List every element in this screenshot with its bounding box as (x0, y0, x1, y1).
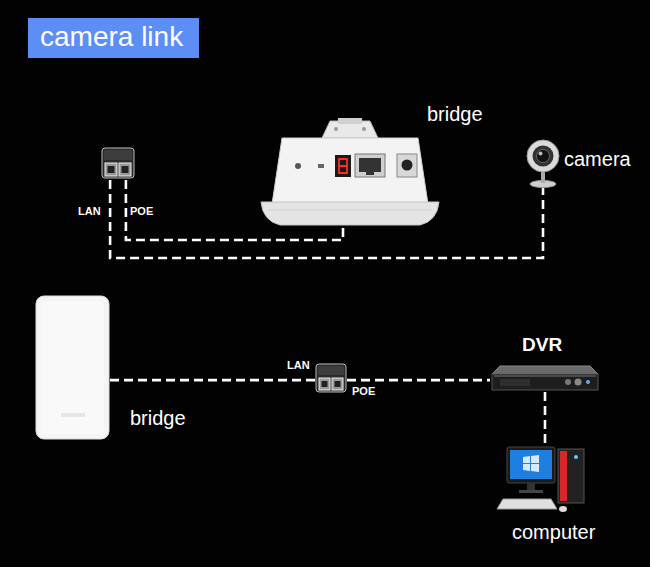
camera-device-icon (523, 138, 563, 188)
dvr-device-icon (490, 364, 600, 392)
poe-injector-icon (315, 363, 347, 393)
device-label: camera (564, 148, 631, 170)
device-label: bridge (130, 407, 186, 429)
dashed-cable (110, 379, 315, 382)
bridge-device: bridge (258, 118, 442, 228)
title-text: camera link (40, 21, 183, 52)
device-label: POE (352, 385, 375, 397)
device-label: computer (512, 521, 595, 543)
dashed-cable (347, 379, 490, 382)
label-holder: POE (130, 205, 153, 217)
bridge-device-icon (35, 295, 110, 440)
bridge-device-icon (258, 118, 442, 228)
label-holder: bridge (427, 103, 483, 126)
label-holder: computer (512, 521, 595, 544)
label-holder: LAN (78, 205, 101, 217)
computer-device: computer (497, 445, 590, 518)
device-label: DVR (522, 334, 562, 355)
label-holder: DVR (522, 334, 562, 356)
poe-injector: LANPOE (100, 146, 136, 180)
camera-device: camera (523, 138, 563, 188)
label-holder: camera (564, 148, 631, 171)
dvr-device: DVR (490, 364, 600, 392)
device-label: LAN (78, 205, 101, 217)
device-label: bridge (427, 103, 483, 125)
dashed-cable (544, 392, 547, 445)
device-label: LAN (287, 359, 310, 371)
device-label: POE (130, 205, 153, 217)
poe-injector: LANPOE (315, 363, 347, 393)
title-banner: camera link (28, 18, 199, 58)
label-holder: LAN (287, 359, 310, 371)
bridge-device: bridge (35, 295, 110, 440)
computer-device-icon (497, 445, 590, 518)
label-holder: bridge (130, 407, 186, 430)
poe-injector-icon (100, 146, 136, 180)
label-holder: POE (352, 385, 375, 397)
